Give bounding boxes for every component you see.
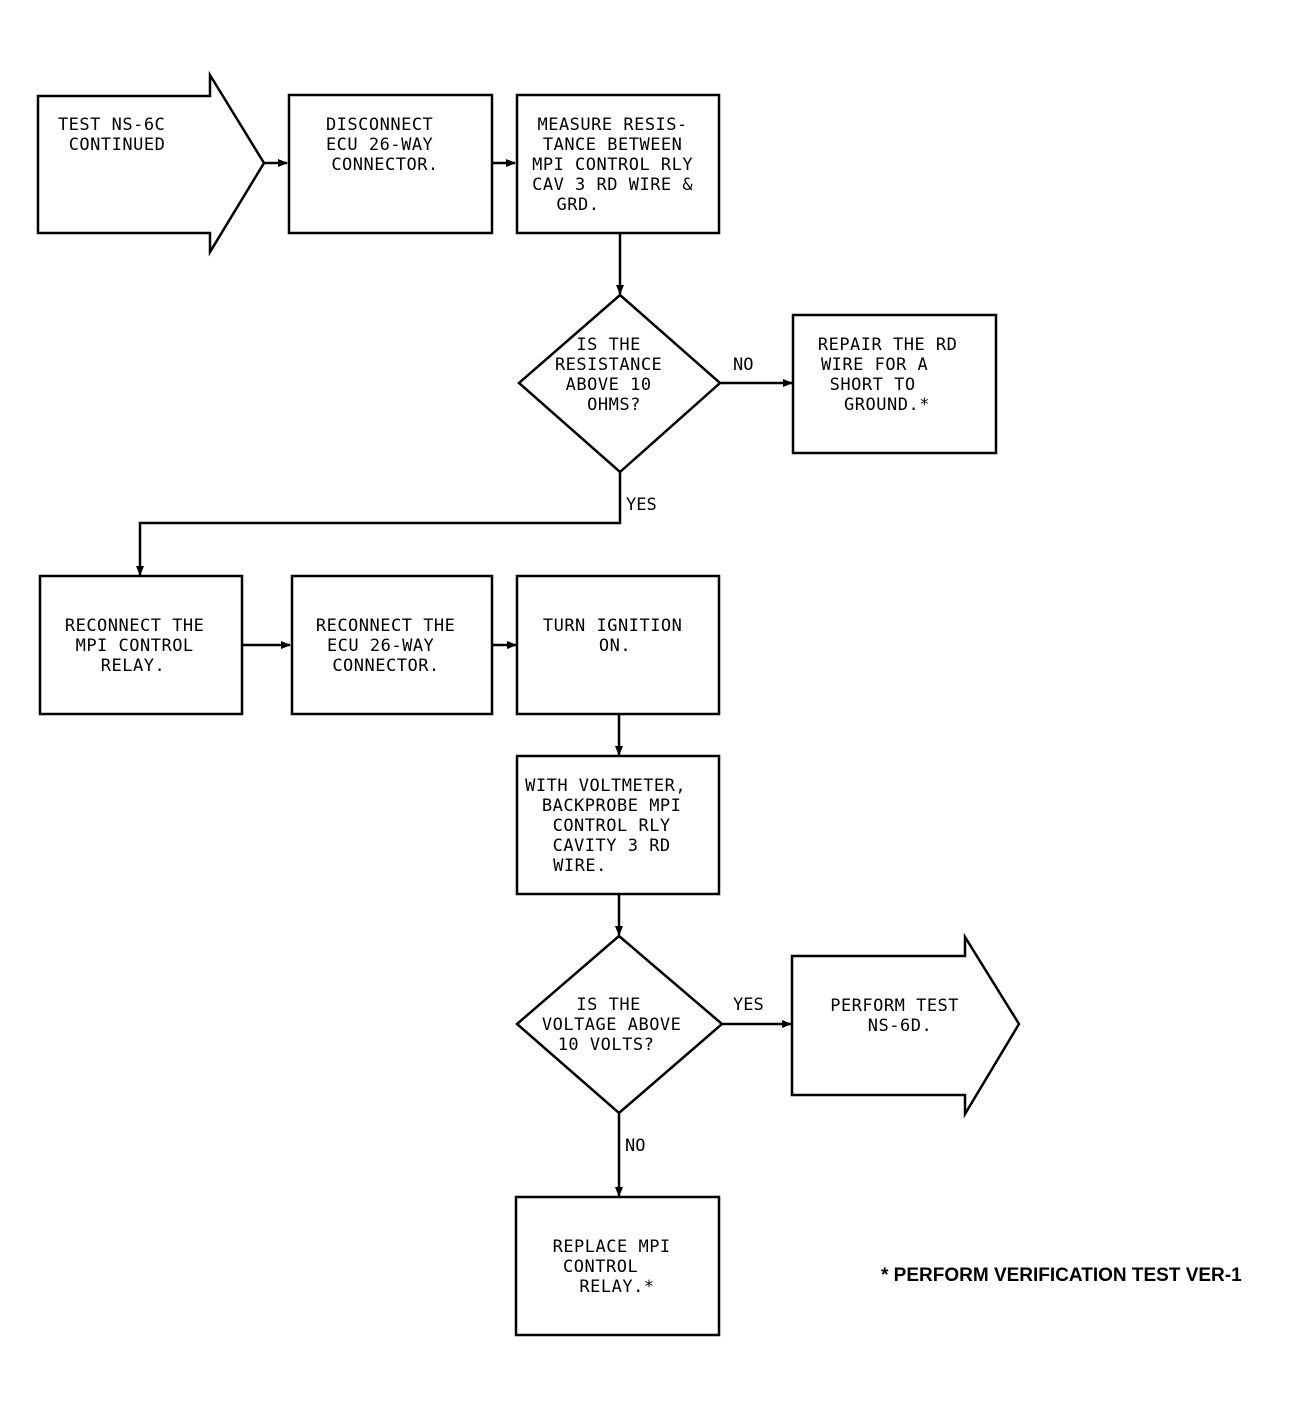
- decision2-yes-label: YES: [733, 995, 764, 1015]
- edge-decision1-yes: [136, 472, 622, 576]
- decision1-label: IS THE RESISTANCE ABOVE 10 OHMS?: [555, 335, 673, 415]
- reconnect-relay-label: RECONNECT THE MPI CONTROL RELAY.: [65, 616, 215, 676]
- disconnect-box: [287, 93, 494, 235]
- ignition-label: TURN IGNITION ON.: [543, 616, 693, 656]
- reconnect-relay-box: [38, 574, 244, 716]
- measure-box: [515, 93, 721, 235]
- reconnect-ecu-label: RECONNECT THE ECU 26-WAY CONNECTOR.: [316, 616, 466, 676]
- repair-label: REPAIR THE RD WIRE FOR A SHORT TO GROUND…: [818, 335, 968, 415]
- footnote: * PERFORM VERIFICATION TEST VER-1: [881, 1265, 1242, 1286]
- connectors: [136, 159, 793, 1197]
- perform-label: PERFORM TEST NS-6D.: [830, 996, 970, 1036]
- decision2-no-label: NO: [625, 1136, 645, 1156]
- measure-label: MEASURE RESIS- TANCE BETWEEN MPI CONTROL…: [532, 115, 704, 215]
- decision1-no-label: NO: [733, 355, 753, 375]
- decision2-diamond: [515, 934, 724, 1115]
- start-label: TEST NS-6C CONTINUED: [58, 115, 176, 155]
- replace-label: REPLACE MPI CONTROL RELAY.*: [553, 1237, 682, 1297]
- voltmeter-box: [515, 754, 721, 896]
- perform-arrow: [790, 932, 1021, 1119]
- decision1-yes-label: YES: [626, 495, 657, 515]
- decision1-diamond: [517, 293, 722, 474]
- shapes: [36, 70, 1021, 1337]
- node-labels: TEST NS-6C CONTINUED DISCONNECT ECU 26-W…: [58, 115, 970, 1297]
- repair-box: [791, 313, 998, 455]
- reconnect-ecu-box: [290, 574, 494, 716]
- edge-labels: NO YES YES NO: [625, 355, 764, 1156]
- voltmeter-label: WITH VOLTMETER, BACKPROBE MPI CONTROL RL…: [525, 776, 697, 876]
- disconnect-label: DISCONNECT ECU 26-WAY CONNECTOR.: [326, 115, 444, 175]
- ignition-box: [515, 574, 721, 716]
- start-arrow: [36, 70, 266, 257]
- decision2-label: IS THE VOLTAGE ABOVE 10 VOLTS?: [542, 995, 692, 1055]
- replace-box: [514, 1195, 721, 1337]
